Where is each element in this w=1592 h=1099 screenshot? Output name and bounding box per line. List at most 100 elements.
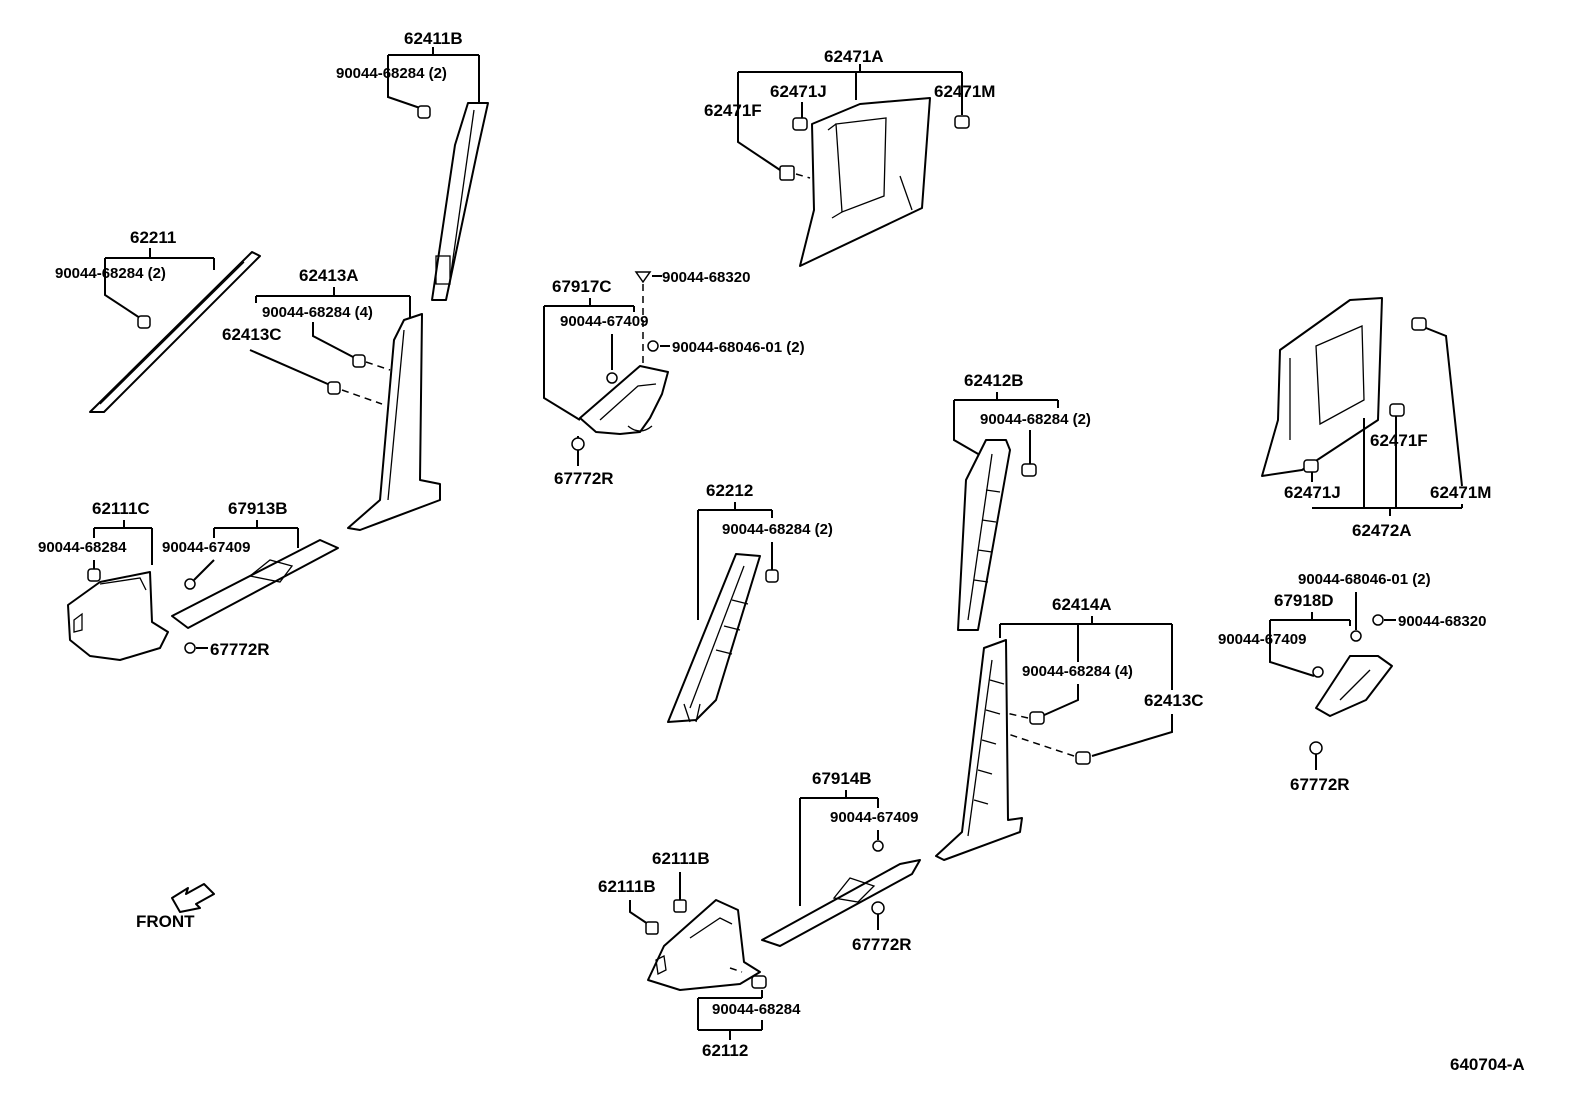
clip-icon	[792, 117, 808, 131]
screw-icon	[1309, 741, 1323, 755]
clip-icon	[327, 381, 341, 395]
roof-side-garnish-rh	[667, 553, 761, 723]
part-group-67917C: 90044-68320 67917C 90044-67409 90044-680…	[543, 269, 805, 488]
clip-icon	[765, 569, 779, 583]
clip-icon	[1029, 711, 1045, 725]
clip-icon	[751, 975, 767, 989]
part-group-62414A: 62414A 90044-68284 (4) 62413C	[935, 595, 1204, 861]
clip-icon	[417, 105, 431, 119]
label-90044-68284-4: 90044-68284 (4)	[1022, 663, 1133, 680]
label-90044-67409: 90044-67409	[830, 809, 918, 826]
label-62211: 62211	[130, 228, 176, 247]
label-67918D: 67918D	[1274, 591, 1334, 610]
label-67913B: 67913B	[228, 499, 288, 518]
part-group-62212: 62212 90044-68284 (2)	[667, 481, 833, 723]
label-90044-68046-01-2: 90044-68046-01 (2)	[672, 339, 805, 356]
label-67772R: 67772R	[210, 640, 270, 659]
part-group-67913B: 67913B 90044-67409 67772R	[162, 499, 339, 659]
label-62212: 62212	[706, 481, 753, 500]
center-pillar-garnish-lower-rh	[935, 639, 1023, 861]
front-direction-arrow-icon	[171, 883, 215, 913]
label-90044-68284-2: 90044-68284 (2)	[55, 265, 166, 282]
label-62471A: 62471A	[824, 47, 884, 66]
part-group-67914B: 67914B 90044-67409 67772R	[761, 769, 921, 954]
screw-icon	[184, 642, 196, 654]
label-90044-68284: 90044-68284	[712, 1001, 801, 1018]
diagram-code: 640704-A	[1450, 1055, 1525, 1074]
part-group-62111C: 62111C 90044-68284	[38, 499, 169, 661]
part-group-62411B: 62411B 90044-68284 (2)	[336, 29, 489, 301]
screw-icon	[1350, 630, 1362, 642]
label-front: FRONT	[136, 912, 195, 931]
center-pillar-garnish-lower	[347, 313, 441, 531]
clip-icon	[87, 568, 101, 582]
clip-icon	[1075, 751, 1091, 765]
label-62471F: 62471F	[1370, 431, 1428, 450]
part-group-62412B: 62412B 90044-68284 (2)	[953, 371, 1091, 631]
screw-icon	[647, 340, 659, 352]
screw-icon	[1372, 614, 1384, 626]
part-group-62211: 62211 90044-68284 (2)	[55, 228, 261, 413]
label-62471F: 62471F	[704, 101, 762, 120]
label-62413A: 62413A	[299, 266, 359, 285]
label-67772R: 67772R	[554, 469, 614, 488]
label-62471J: 62471J	[1284, 483, 1341, 502]
label-90044-68320: 90044-68320	[662, 269, 750, 286]
label-62412B: 62412B	[964, 371, 1024, 390]
front-indicator: FRONT	[136, 883, 215, 931]
part-group-62472A: 62471F 62471J 62471M 62472A	[1261, 297, 1491, 540]
clip-icon	[1303, 459, 1319, 473]
label-62472A: 62472A	[1352, 521, 1412, 540]
label-90044-68284: 90044-68284	[38, 539, 127, 556]
label-90044-68284-2: 90044-68284 (2)	[980, 411, 1091, 428]
screw-icon	[606, 372, 618, 384]
upper-center-pillar-rh	[957, 439, 1011, 631]
label-90044-68320: 90044-68320	[1398, 613, 1486, 630]
clip-icon	[954, 115, 970, 129]
label-62471M: 62471M	[1430, 483, 1491, 502]
label-62411B: 62411B	[404, 29, 463, 48]
label-67917C: 67917C	[552, 277, 612, 296]
clip-icon	[1411, 317, 1427, 331]
label-62111B: 62111B	[598, 877, 656, 896]
label-62471J: 62471J	[770, 82, 827, 101]
label-90044-68046-01-2: 90044-68046-01 (2)	[1298, 571, 1431, 588]
label-90044-67409: 90044-67409	[162, 539, 250, 556]
label-62112: 62112	[702, 1041, 748, 1060]
label-67772R: 67772R	[852, 935, 912, 954]
screw-icon	[184, 578, 196, 590]
screw-icon	[871, 901, 885, 915]
label-62413C: 62413C	[222, 325, 282, 344]
clip-icon	[1021, 463, 1037, 477]
quarter-window-garnish-rh	[799, 97, 931, 267]
part-group-62112: 62111B 62111B 90044-68284 62112	[598, 849, 801, 1060]
scuff-plate-rear	[761, 859, 921, 947]
label-62413C: 62413C	[1144, 691, 1204, 710]
clip-icon	[673, 899, 687, 913]
label-90044-67409: 90044-67409	[1218, 631, 1306, 648]
quarter-window-garnish-lh	[1261, 297, 1383, 477]
label-62471M: 62471M	[934, 82, 995, 101]
label-90044-68284-4: 90044-68284 (4)	[262, 304, 373, 321]
clip-icon	[645, 921, 659, 935]
upper-a-pillar-garnish	[431, 102, 489, 301]
label-90044-68284-2: 90044-68284 (2)	[336, 65, 447, 82]
scuff-plate-front-lh	[171, 539, 339, 629]
part-group-62471A: 62471A 62471J 62471M 62471F	[704, 47, 995, 267]
clip-icon	[779, 165, 795, 181]
label-62111C: 62111C	[92, 499, 150, 518]
screw-icon	[1312, 666, 1324, 678]
part-group-62413A: 62413A 90044-68284 (4) 62413C	[222, 266, 441, 531]
cowl-side-trim	[67, 571, 169, 661]
clip-icon	[137, 315, 151, 329]
label-62414A: 62414A	[1052, 595, 1112, 614]
label-67914B: 67914B	[812, 769, 872, 788]
screw-icon	[872, 840, 884, 852]
label-62111B: 62111B	[652, 849, 710, 868]
label-67772R: 67772R	[1290, 775, 1350, 794]
label-90044-67409: 90044-67409	[560, 313, 648, 330]
label-90044-68284-2: 90044-68284 (2)	[722, 521, 833, 538]
part-group-67918D: 90044-68046-01 (2) 67918D 90044-67409 90…	[1218, 571, 1486, 794]
screw-icon	[634, 271, 652, 284]
